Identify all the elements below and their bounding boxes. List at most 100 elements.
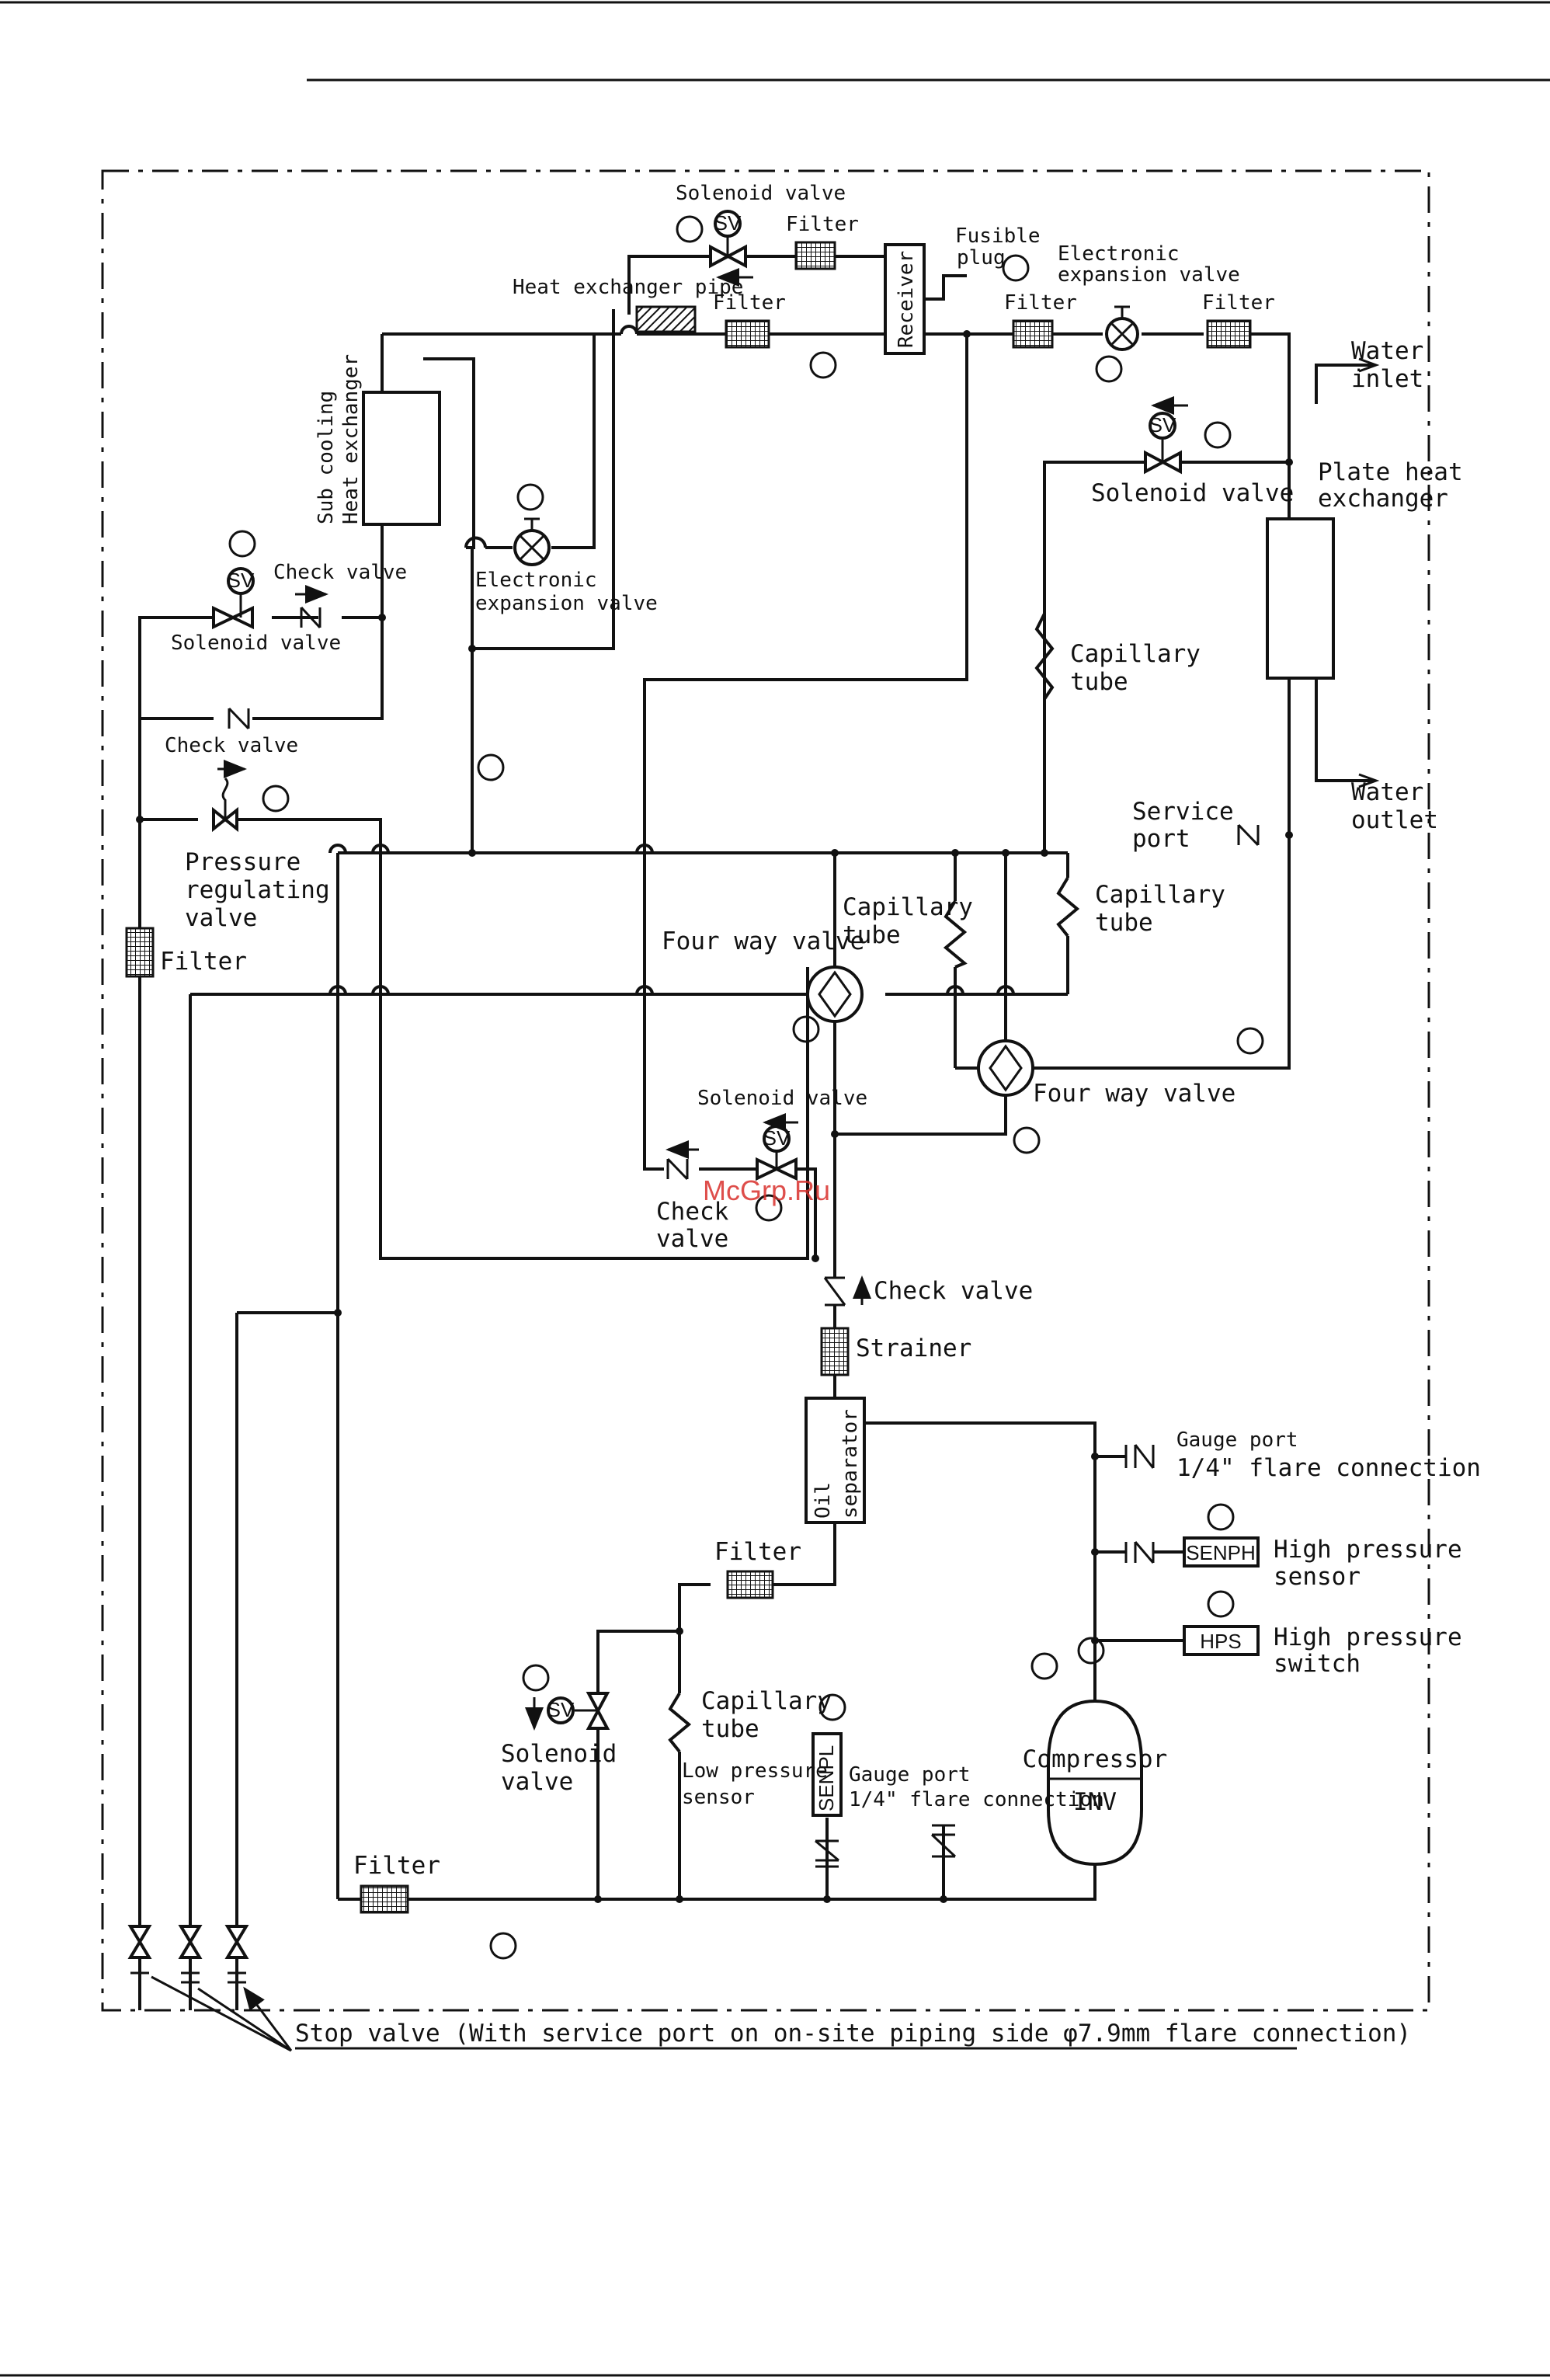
label-hp-sensor-2: sensor [1274,1563,1361,1591]
label-filter-b: Filter [1004,291,1077,315]
svg-text:SV: SV [547,1698,575,1721]
label-fusible-1: Fusible [955,224,1041,248]
label-prv-1: Pressure [185,848,301,876]
label-solenoid-right: Solenoid valve [1091,479,1294,507]
label-senpl: SENPL [815,1745,838,1811]
capillary-tube-icon [943,899,968,969]
capillary-tube-icon [1056,876,1080,938]
plate-heat-exchanger [1266,517,1335,680]
solenoid-valve-icon: SV [212,567,255,630]
stop-valve-icon [178,1925,203,2010]
label-filter-c: Filter [1202,291,1275,315]
label-solenoid-top: Solenoid valve [676,182,846,205]
label-hp-sensor-1: High pressure [1274,1536,1462,1564]
label-capillary-4b: tube [701,1715,759,1743]
label-lp-sensor-2: sensor [682,1786,755,1809]
label-oil-sep-2: separator [839,1409,862,1519]
gauge-port-icon [815,1839,839,1868]
label-filter-left: Filter [160,948,247,976]
hps-switch [1183,1625,1260,1656]
label-strainer: Strainer [856,1334,971,1362]
gauge-port-icon [1124,1444,1155,1469]
subcooling-heat-exchanger [362,391,441,526]
label-service-2: port [1132,825,1190,853]
junction-dots [136,330,1293,1903]
label-exp-mid-1: Electronic [475,569,597,592]
label-four-way-2: Four way valve [1033,1080,1235,1108]
label-water-inlet-2: inlet [1351,365,1423,393]
label-capillary-4a: Capillary [701,1687,832,1715]
check-valve-icon [1237,823,1260,847]
svg-text:SV: SV [714,211,742,235]
solenoid-valve-icon: SV [525,1692,610,1731]
label-senph: SENPH [1186,1541,1256,1564]
capillary-tube-icon [1034,613,1055,701]
label-hx-pipe: Heat exchanger pipe [513,276,743,299]
label-receiver: Receiver [895,251,918,348]
label-subcool-1: Sub cooling [315,391,338,524]
label-gauge-bot-2: 1/4" flare connection [849,1788,1104,1811]
label-water-outlet-1: Water [1351,778,1423,806]
label-stop-valve: Stop valve (With service port on on-site… [295,2020,1411,2048]
label-exp-top-1: Electronic [1058,242,1180,266]
label-prv-2: regulating [185,876,330,904]
filter-icon [725,319,770,349]
label-service-1: Service [1132,798,1234,826]
four-way-valve-icon [806,966,864,1023]
senpl-sensor [811,1732,843,1817]
label-solenoid-bot-2: valve [501,1768,573,1796]
label-lp-sensor-1: Low pressure [682,1759,828,1783]
svg-text:SV: SV [1149,413,1176,437]
label-capillary-3a: Capillary [1095,881,1225,909]
label-capillary-3b: tube [1095,909,1153,937]
label-inv: INV [1073,1788,1117,1816]
label-fusible-2: plug [957,246,1006,270]
senph-sensor [1183,1536,1260,1568]
label-check-left: Check valve [165,734,298,757]
label-subcool-2: Heat exchanger [339,354,363,524]
receiver [884,243,926,355]
check-valve-icon [666,1140,699,1181]
filter-icon [1012,319,1054,349]
check-valve-icon [295,585,328,629]
labels: Solenoid valve Filter Fusible plug Elect… [160,182,1481,2050]
svg-text:SV: SV [763,1126,791,1150]
label-hp-switch-2: switch [1274,1650,1361,1678]
label-solenoid-mid: Solenoid valve [697,1087,867,1110]
watermark: McGrp.Ru [703,1174,830,1206]
svg-text:SV: SV [228,569,255,592]
check-valve-icon [823,1275,871,1307]
filter-icon [360,1884,409,1914]
label-capillary-1b: tube [1070,668,1128,696]
label-solenoid-bot-1: Solenoid [501,1740,617,1768]
electronic-expansion-valve-icon [513,517,551,566]
label-prv-3: valve [185,904,257,932]
label-exp-top-2: expansion valve [1058,263,1240,287]
capillary-tube-icon [668,1692,692,1753]
gauge-port-icon [930,1824,957,1858]
label-filter-low: Filter [714,1538,801,1566]
stop-valve-icon [224,1925,249,2010]
label-oil-sep-1: Oil [811,1482,835,1519]
label-plate-1: Plate heat [1318,458,1463,486]
heat-exchanger-pipe [635,305,697,333]
label-solenoid-left: Solenoid valve [171,632,341,655]
solenoid-valve-icon: SV [1144,396,1188,475]
label-check-vert: Check valve [874,1277,1033,1305]
filter-icon [125,927,155,978]
label-four-way-1: Four way valve [662,927,864,955]
filter-icon [794,241,836,270]
label-gauge-top-1: Gauge port [1176,1428,1298,1452]
label-gauge-bot-1: Gauge port [849,1763,971,1787]
filter-icon [1206,319,1252,349]
label-capillary-2b: tube [843,921,901,949]
compressor-icon [1047,1699,1143,1867]
stop-valve-leader [151,1977,293,2052]
label-water-outlet-2: outlet [1351,806,1438,834]
label-hps: HPS [1200,1630,1241,1653]
label-hp-switch-1: High pressure [1274,1623,1462,1651]
pressure-regulating-valve-icon [212,760,247,833]
electronic-expansion-valve-icon [1105,305,1139,351]
filter-icon [726,1570,774,1599]
label-plate-2: exchanger [1318,485,1448,513]
